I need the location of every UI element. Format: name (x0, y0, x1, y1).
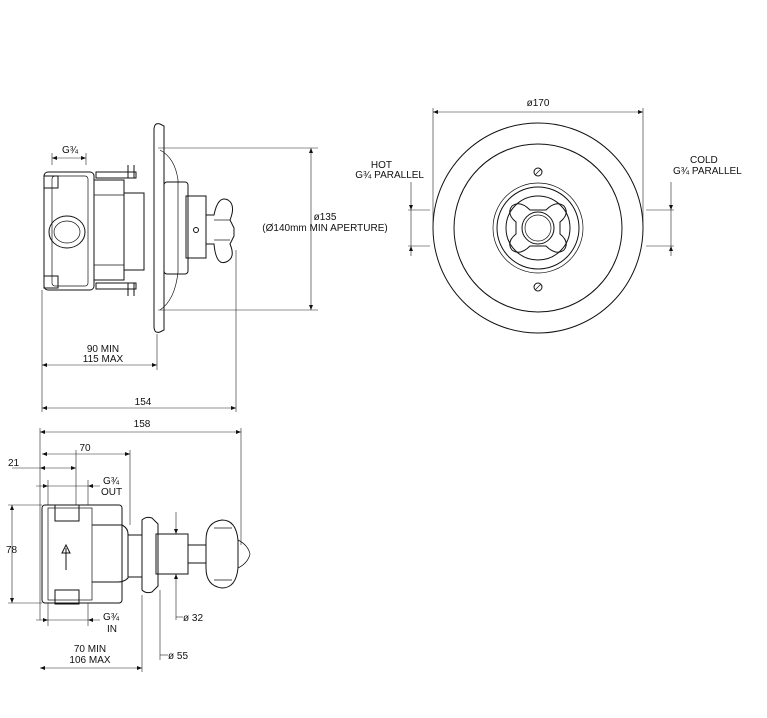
dim-32-label: ø 32 (183, 613, 203, 624)
dim-70min-label: 70 MIN (74, 644, 106, 655)
dim-g34-label: G¾ (62, 145, 79, 156)
dim-55-label: ø 55 (168, 651, 188, 662)
side-view: G¾ ø135 (Ø140mm MIN APERTURE) 90 MIN 115… (41, 123, 388, 412)
hot-thread-label: G¾ PARALLEL (355, 170, 424, 181)
plan-view: 158 70 21 G¾ OUT 78 G¾ IN ø (6, 419, 251, 672)
dim-154-label: 154 (135, 397, 152, 408)
dim-106max-label: 106 MAX (69, 655, 110, 666)
out-label: OUT (101, 487, 122, 498)
cold-label: COLD (690, 155, 718, 166)
dim-78-label: 78 (6, 545, 18, 556)
dim-135-label: ø135 (314, 212, 337, 223)
hot-label: HOT (371, 160, 392, 171)
cold-thread-label: G¾ PARALLEL (673, 166, 742, 177)
in-label: IN (107, 624, 117, 635)
front-view: ø170 HOT G¾ PARALLEL COLD G¾ PARALLEL (355, 98, 742, 334)
in-thread-label: G¾ (103, 612, 120, 623)
dim-158-label: 158 (134, 419, 151, 430)
dim-135-aperture-label: (Ø140mm MIN APERTURE) (262, 223, 387, 234)
dim-115max-label: 115 MAX (83, 354, 124, 365)
dim-170-label: ø170 (527, 98, 550, 109)
dim-90min-label: 90 MIN (87, 344, 119, 355)
dim-70-label: 70 (79, 443, 91, 454)
dim-21-label: 21 (8, 458, 20, 469)
out-thread-label: G¾ (103, 476, 120, 487)
